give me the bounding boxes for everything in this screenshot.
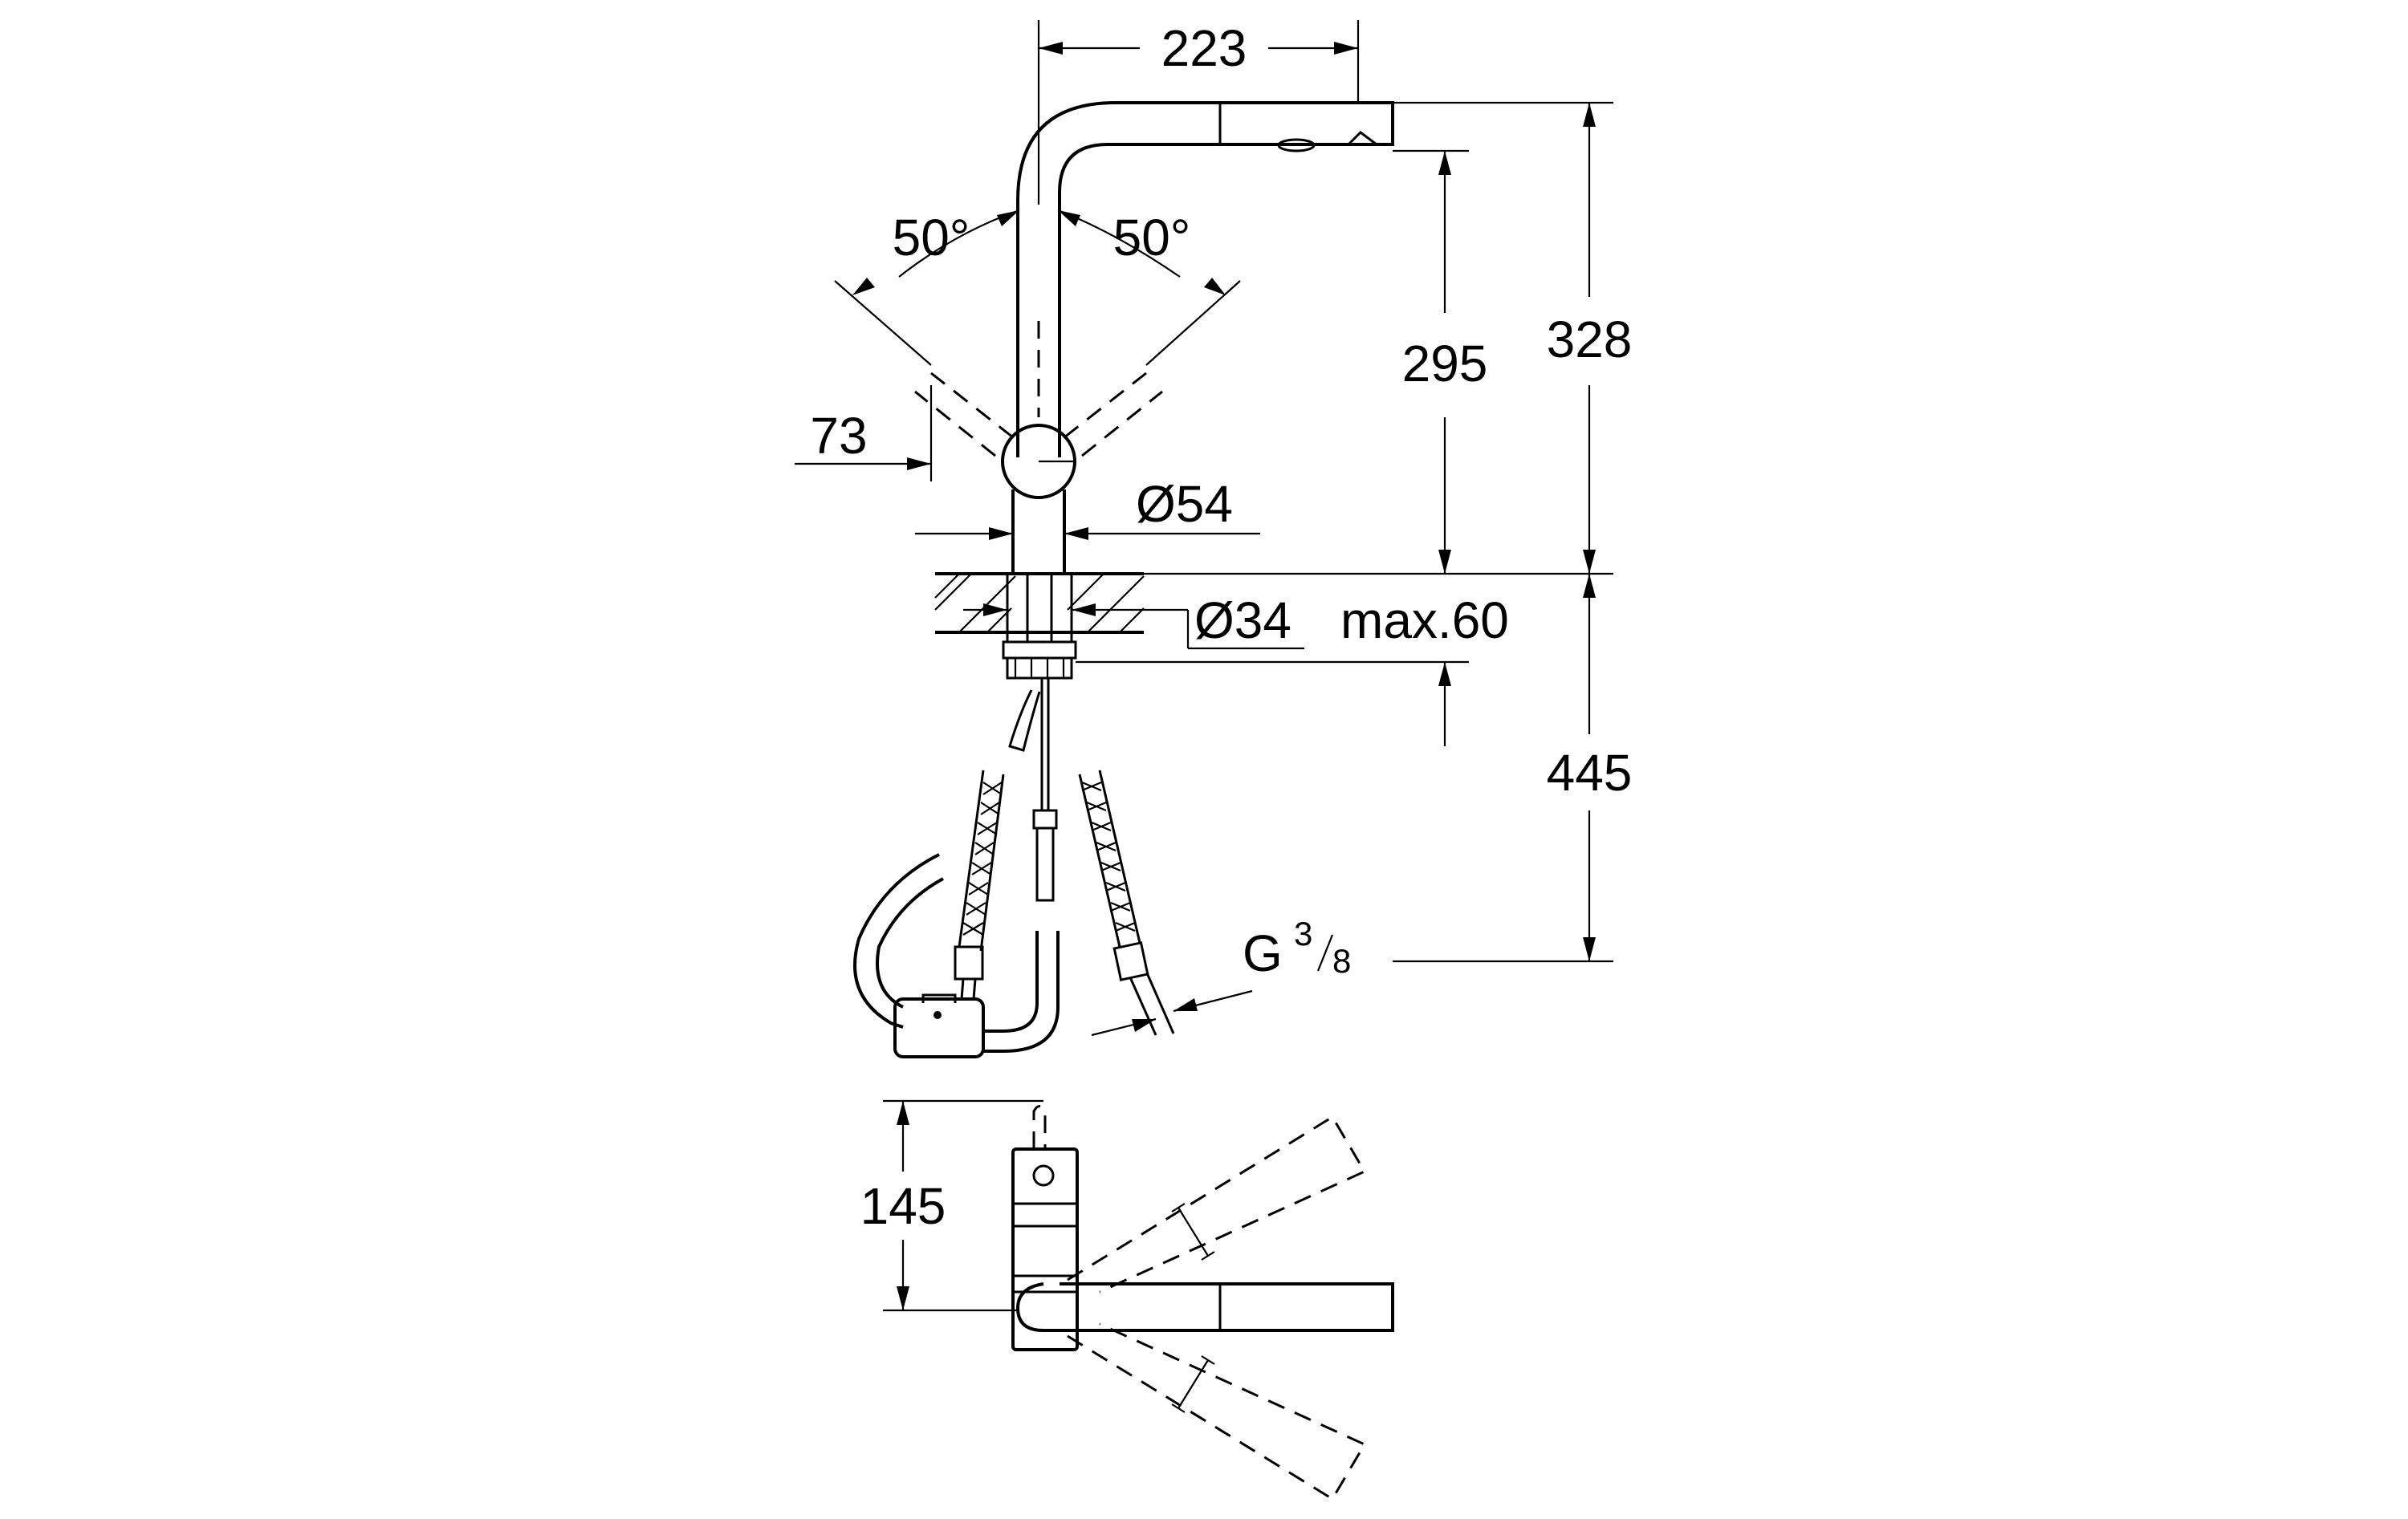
top-plan-view: 145 [860,1099,1394,1501]
label-dia-34: Ø34 [1194,591,1291,649]
countertop-section [934,572,1145,642]
dim-angle-50-right: 50° [1057,209,1241,366]
dim-width-223: 223 [1037,19,1360,205]
label-thread-num: 3 [1294,915,1312,952]
dim-depth-145: 145 [860,1099,1043,1312]
dim-height-295: 295 [1393,149,1488,574]
label-thread-g: G [1243,924,1283,982]
label-50-right: 50° [1113,209,1191,266]
dim-height-445: 445 [1393,574,1633,963]
label-max-60: max.60 [1340,591,1509,649]
plan-body [1011,1105,1079,1351]
plan-spout [1015,1115,1394,1501]
dim-thread-g38: G 3 8 [1091,915,1351,1037]
spout-body [1016,101,1394,457]
dim-height-328: 328 [1393,101,1633,574]
dim-diameter-34: Ø34 [963,591,1304,650]
front-elevation-view: 223 295 328 50° [795,19,1633,1058]
label-445: 445 [1547,744,1633,802]
label-thread-den: 8 [1332,942,1351,980]
label-73: 73 [810,407,867,465]
dim-offset-73: 73 [795,385,933,481]
label-223: 223 [1161,19,1247,77]
label-295: 295 [1402,335,1488,392]
mixer-handle [914,372,1163,574]
label-328: 328 [1547,311,1633,368]
mounting-nut [1002,640,1077,680]
label-dia-54: Ø54 [1136,475,1233,533]
dim-max-60: max.60 [1076,591,1509,746]
label-145: 145 [860,1177,946,1235]
dim-diameter-54: Ø54 [915,475,1260,540]
dim-angle-50-left: 50° [834,209,1020,366]
connection-hoses [853,678,1175,1058]
label-50-left: 50° [893,209,970,266]
